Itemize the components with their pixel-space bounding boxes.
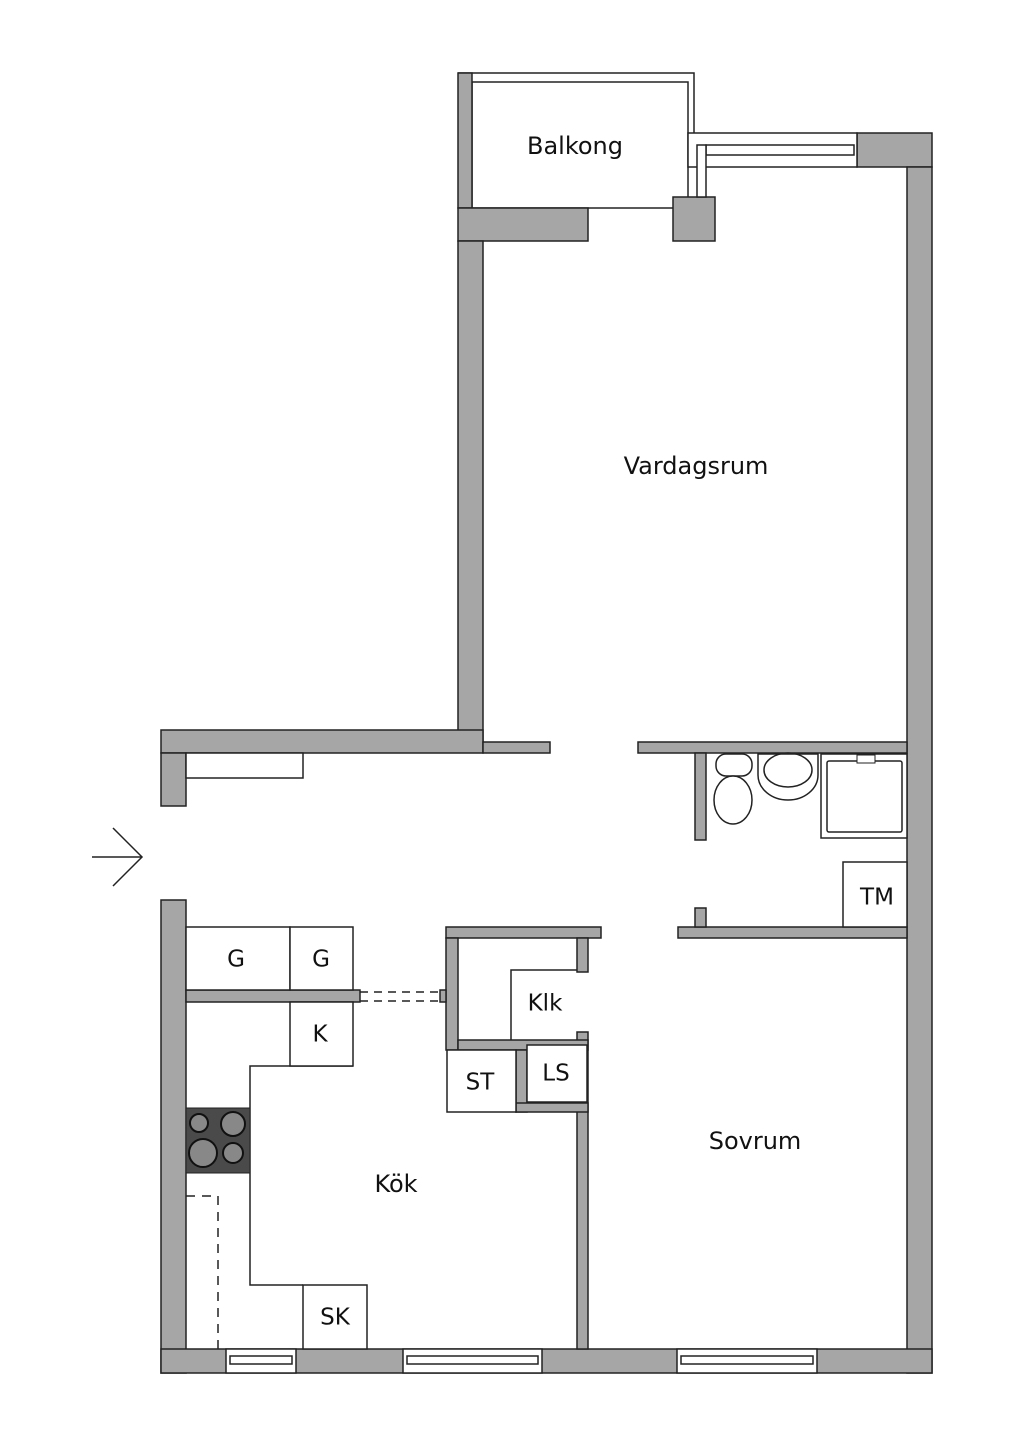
wardrobe-1 xyxy=(185,926,291,991)
label-shoe-cabinet: SK xyxy=(320,1305,351,1331)
sink-icon xyxy=(757,752,819,801)
sliding-door xyxy=(360,991,440,1002)
stove-icon xyxy=(185,1107,251,1174)
arrow-right-icon xyxy=(92,827,144,887)
windows xyxy=(225,132,858,1374)
label-wardrobe-2: G xyxy=(312,947,330,973)
linen-cabinet xyxy=(526,1044,588,1103)
label-wardrobe-1: G xyxy=(227,947,245,973)
label-closet: Klk xyxy=(528,991,563,1017)
counter-dashed xyxy=(186,1195,219,1349)
cleaning-cabinet xyxy=(446,1049,517,1113)
fridge xyxy=(289,1001,354,1067)
label-linen-cabinet: LS xyxy=(542,1061,569,1087)
label-cleaning-cabinet: ST xyxy=(466,1070,496,1096)
washer xyxy=(842,861,908,928)
toilet-icon xyxy=(713,753,753,825)
label-fridge: K xyxy=(312,1022,328,1048)
wardrobe-2 xyxy=(289,926,354,991)
room-label-balcony: Balkong xyxy=(527,132,623,160)
shower-icon xyxy=(820,753,908,839)
walls xyxy=(160,72,933,1374)
label-washer: TM xyxy=(859,885,894,911)
room-label-kitchen: Kök xyxy=(374,1170,417,1198)
room-label-bedroom: Sovrum xyxy=(709,1127,802,1155)
closet-box xyxy=(510,969,577,1040)
shoe-cabinet xyxy=(302,1284,368,1350)
room-label-living-room: Vardagsrum xyxy=(624,452,769,480)
hallway-shelf xyxy=(185,752,304,779)
kitchen-counter xyxy=(249,1065,353,1286)
